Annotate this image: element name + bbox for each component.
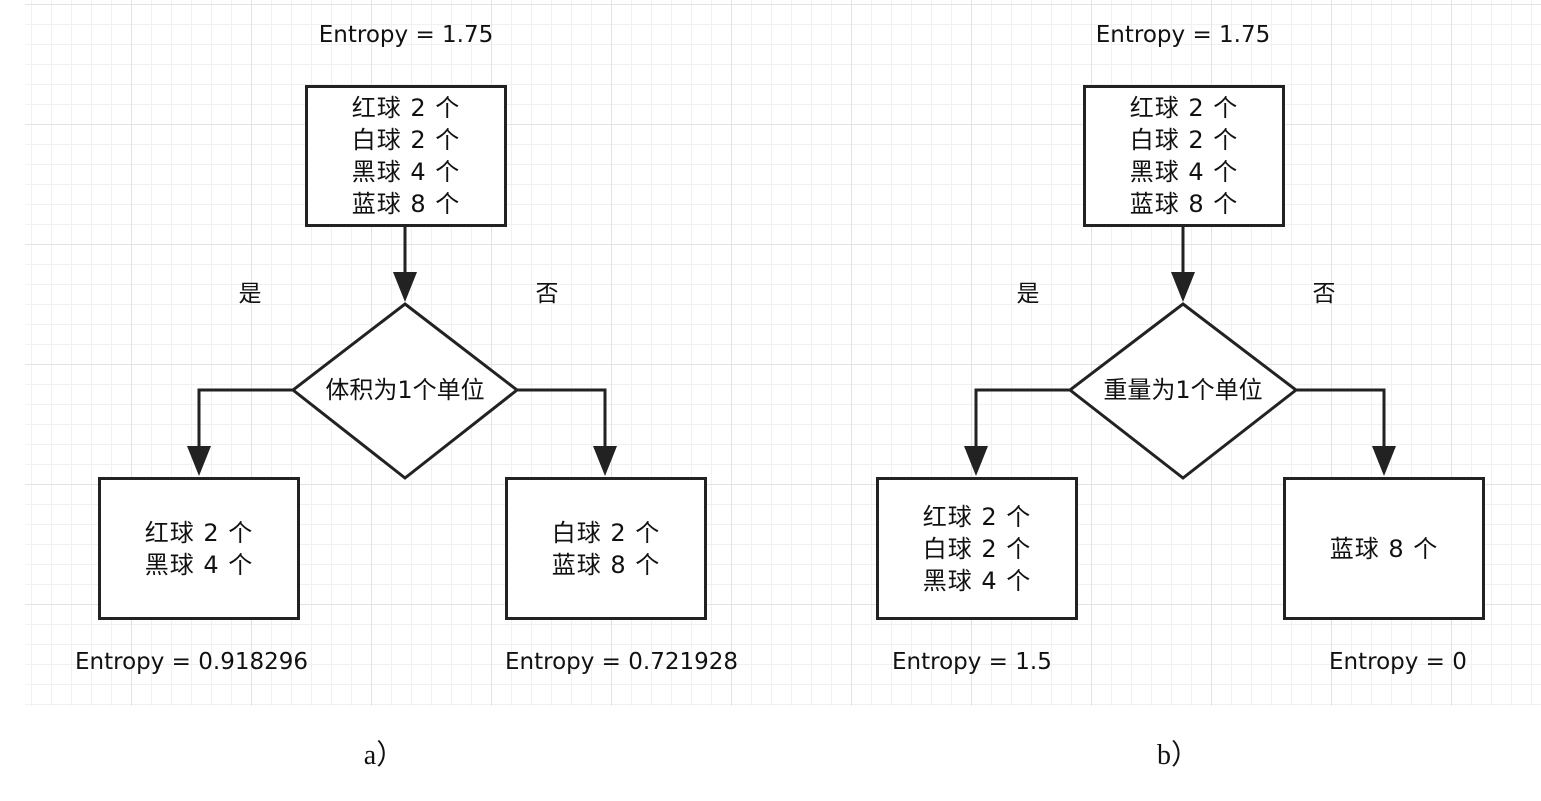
root-item-a-3: 蓝球 8 个 [351, 190, 461, 218]
left-item-b-1: 白球 2 个 [922, 534, 1032, 563]
right-item-a-1: 蓝球 8 个 [551, 550, 661, 579]
left-entropy-a: Entropy = 0.918296 [75, 649, 308, 675]
arrowhead-root-a [393, 272, 417, 302]
arrowhead-no-b [1372, 446, 1396, 476]
arrow-no-b [1296, 388, 1386, 452]
root-entropy-b: Entropy = 1.75 [1095, 22, 1271, 48]
decision-diamond-a [290, 302, 520, 480]
left-item-a-1: 黑球 4 个 [144, 550, 254, 579]
decision-label-b: 重量为1个单位 [1103, 376, 1263, 404]
yes-label-b: 是 [1016, 281, 1040, 307]
root-node-b: 红球 2 个 白球 2 个 黑球 4 个 蓝球 8 个 [1083, 85, 1285, 227]
root-entropy-a: Entropy = 1.75 [318, 22, 494, 48]
arrow-no-a [517, 388, 607, 452]
arrow-yes-b [974, 388, 1070, 452]
root-item-a-2: 黑球 4 个 [351, 158, 461, 186]
arrow-yes-a [197, 388, 293, 452]
decision-diamond-b [1067, 302, 1299, 480]
right-node-a: 白球 2 个 蓝球 8 个 [505, 477, 707, 620]
root-item-b-2: 黑球 4 个 [1129, 158, 1239, 186]
yes-label-a: 是 [238, 281, 262, 307]
no-label-a: 否 [535, 281, 559, 307]
arrowhead-root-b [1171, 272, 1195, 302]
root-item-b-0: 红球 2 个 [1129, 94, 1239, 122]
caption-a: a） [363, 740, 405, 771]
arrowhead-no-a [593, 446, 617, 476]
decision-label-a: 体积为1个单位 [325, 376, 485, 404]
left-item-a-0: 红球 2 个 [144, 518, 254, 547]
root-item-a-1: 白球 2 个 [351, 126, 461, 154]
right-item-b-0: 蓝球 8 个 [1329, 534, 1439, 563]
right-item-a-0: 白球 2 个 [551, 518, 661, 547]
arrowhead-yes-a [187, 446, 211, 476]
root-item-b-3: 蓝球 8 个 [1129, 190, 1239, 218]
left-entropy-b: Entropy = 1.5 [892, 649, 1052, 675]
root-item-b-1: 白球 2 个 [1129, 126, 1239, 154]
left-node-a: 红球 2 个 黑球 4 个 [98, 477, 300, 620]
right-entropy-a: Entropy = 0.721928 [505, 649, 738, 675]
arrowhead-yes-b [964, 446, 988, 476]
left-item-b-2: 黑球 4 个 [922, 566, 1032, 595]
left-node-b: 红球 2 个 白球 2 个 黑球 4 个 [876, 477, 1078, 620]
right-node-b: 蓝球 8 个 [1283, 477, 1485, 620]
caption-b: b） [1156, 740, 1200, 771]
root-node-a: 红球 2 个 白球 2 个 黑球 4 个 蓝球 8 个 [305, 85, 507, 227]
no-label-b: 否 [1312, 281, 1336, 307]
right-entropy-b: Entropy = 0 [1329, 649, 1467, 675]
left-item-b-0: 红球 2 个 [922, 502, 1032, 531]
root-item-a-0: 红球 2 个 [351, 94, 461, 122]
